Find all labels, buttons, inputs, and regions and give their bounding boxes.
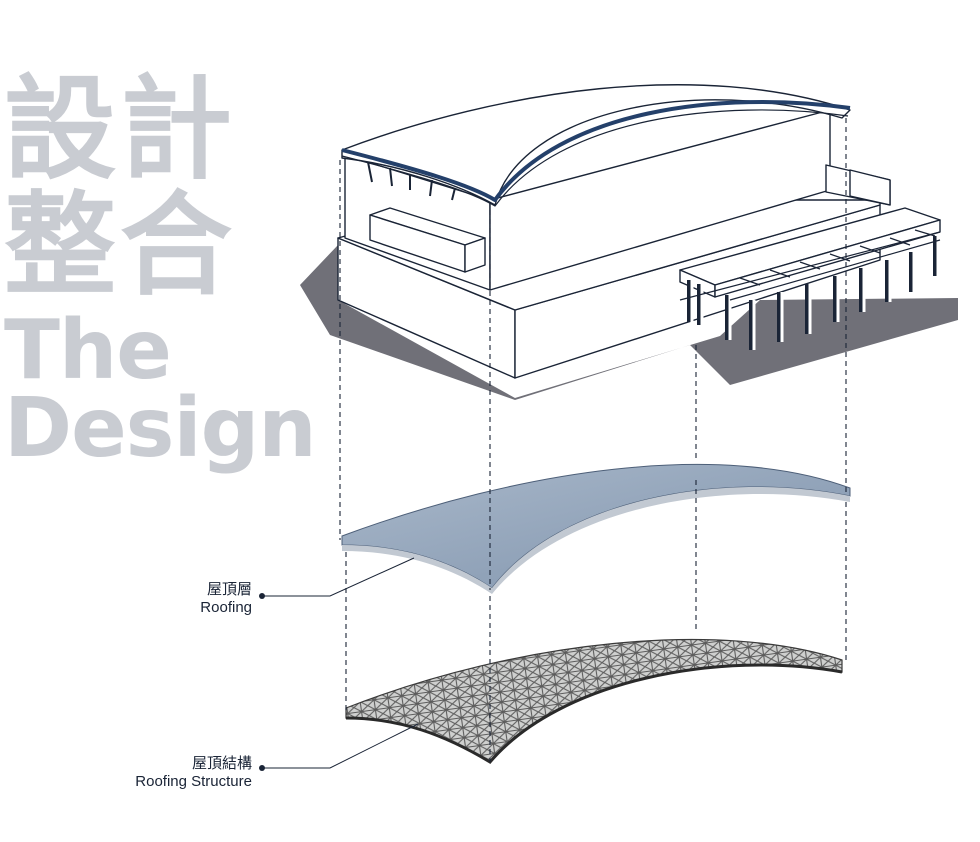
roofing-structure-label: 屋頂結構 Roofing Structure: [135, 752, 252, 790]
roofing-layer: [341, 463, 851, 594]
title-line-4: Design: [4, 381, 317, 476]
leader-lines: [264, 557, 419, 769]
title-line-1: 設計: [4, 65, 236, 195]
roofing-structure-layer: [345, 638, 843, 764]
building-shadow: [300, 245, 958, 400]
structure-label-zh: 屋頂結構: [191, 754, 252, 772]
title-line-2: 整合: [4, 181, 236, 311]
projection-lines: [339, 118, 847, 762]
structure-label-en: Roofing Structure: [135, 773, 252, 790]
roofing-label-en: Roofing: [200, 599, 252, 616]
roofing-label: 屋頂層 Roofing: [200, 578, 252, 616]
structure-leader-dot: [259, 765, 265, 771]
roofing-leader-dot: [259, 593, 265, 599]
building-model: [337, 84, 941, 379]
roofing-label-zh: 屋頂層: [206, 580, 252, 598]
title-line-3: The: [4, 303, 172, 398]
